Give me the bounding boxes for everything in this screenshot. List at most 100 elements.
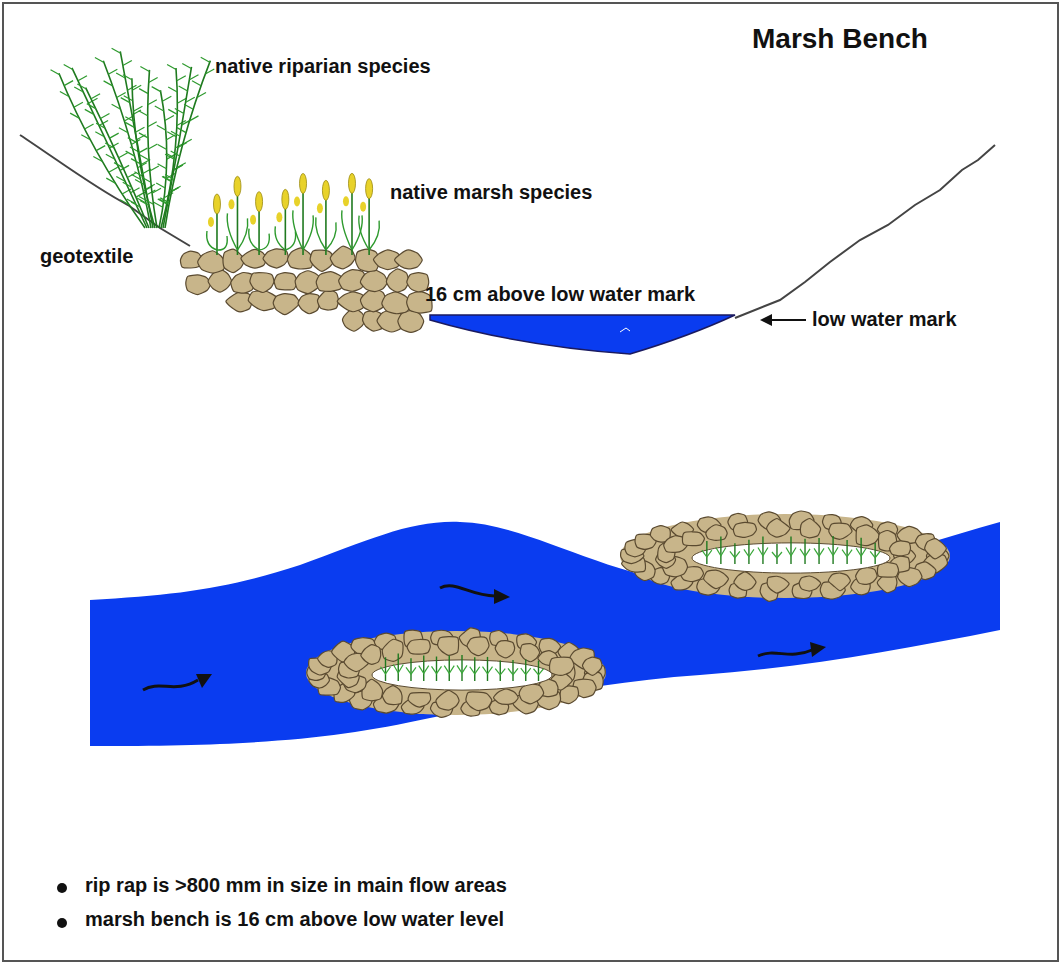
bullet xyxy=(57,918,67,928)
plant-leaf xyxy=(495,669,505,675)
shrub-leaf xyxy=(124,96,133,101)
plant-flower xyxy=(348,173,355,193)
shrub-leaf xyxy=(148,122,157,127)
plant-stem xyxy=(720,537,721,564)
riprap-rock xyxy=(828,573,850,591)
material-label: geotextile xyxy=(40,244,133,268)
shrub-leaf xyxy=(157,125,166,130)
plant-stem xyxy=(734,543,735,564)
shrub-leaf xyxy=(91,94,100,99)
shrub-leaf xyxy=(116,177,125,182)
plant-leaf xyxy=(870,551,880,557)
plant-stem xyxy=(846,540,847,564)
shrub-leaf xyxy=(96,123,105,128)
plant-stem xyxy=(538,661,539,681)
plant-leaf xyxy=(237,218,247,250)
plant-leaf xyxy=(359,216,369,250)
plant-leaf xyxy=(521,668,531,674)
riprap-rock xyxy=(317,289,338,310)
plant-stem xyxy=(302,185,304,255)
title: Marsh Bench xyxy=(752,22,928,56)
shrub-leaf xyxy=(135,180,144,185)
riprap-rock xyxy=(198,251,225,273)
stream-water xyxy=(430,315,735,354)
riprap-rock xyxy=(386,269,408,292)
dimension-label: 16 cm above low water mark xyxy=(425,282,695,306)
plant-flower xyxy=(276,212,282,222)
riprap-rock xyxy=(382,686,402,705)
riprap-rock xyxy=(856,525,879,546)
plant-leaf xyxy=(483,667,493,674)
plant-flower xyxy=(208,217,214,227)
shrub-leaf xyxy=(74,102,83,107)
plant-flower xyxy=(282,189,289,209)
plant-stem xyxy=(832,536,833,564)
plant-leaf xyxy=(856,548,866,556)
river-plan xyxy=(90,522,1000,746)
shrub-leaf xyxy=(95,57,104,62)
plant-stem xyxy=(436,657,437,681)
riprap-rock xyxy=(398,311,424,333)
shrub-leaf xyxy=(140,155,149,160)
shrub-leaf xyxy=(186,97,195,102)
shrub-leaf xyxy=(148,144,157,149)
riprap-rock xyxy=(519,684,543,704)
plant-stem xyxy=(818,538,819,564)
shrub-stem xyxy=(72,68,147,228)
shrub-leaf xyxy=(183,139,192,144)
shrub-leaf xyxy=(165,116,174,121)
riprap-rock xyxy=(407,639,430,654)
shrub-leaf xyxy=(78,76,87,81)
shrub-leaf xyxy=(125,117,134,122)
plant-stem xyxy=(385,657,386,681)
shrub-leaf xyxy=(106,178,115,183)
shrub-leaf xyxy=(167,154,176,159)
plant-stem xyxy=(423,655,424,681)
shrub-leaf xyxy=(162,96,171,101)
shrub-leaf xyxy=(100,113,109,118)
marsh-bench-plan xyxy=(620,511,950,601)
riprap-rock xyxy=(438,637,459,656)
plant-leaf xyxy=(285,231,295,250)
note: marsh bench is 16 cm above low water lev… xyxy=(85,907,504,931)
riprap-rock xyxy=(360,270,387,292)
bar-base xyxy=(620,514,950,598)
plant-stem xyxy=(512,660,513,681)
plant-leaf xyxy=(227,213,237,250)
plant-leaf xyxy=(217,236,227,250)
shrub-leaf xyxy=(96,146,105,151)
shrub-leaf xyxy=(158,144,167,149)
plant-stem xyxy=(237,188,239,255)
riprap-rock xyxy=(582,657,602,675)
plant-leaf xyxy=(275,226,285,250)
plant-flower xyxy=(294,196,300,206)
riprap-rock xyxy=(250,273,274,293)
shrub-leaf xyxy=(165,174,174,179)
shrub-leaf xyxy=(131,202,140,207)
shrub-leaf xyxy=(146,184,155,189)
riprap-rock xyxy=(856,567,878,584)
riprap-rock xyxy=(395,250,423,269)
riprap-rock xyxy=(408,693,431,707)
shrub-leaf xyxy=(117,93,126,98)
plant-flower xyxy=(250,215,256,225)
shrub-leaf xyxy=(87,104,96,109)
plant-stem xyxy=(325,192,327,255)
shrub-leaf xyxy=(148,100,157,105)
shrub-leaf xyxy=(112,104,121,109)
shrub-leaf xyxy=(177,128,186,133)
riprap-rock xyxy=(800,518,820,537)
plant-leaf xyxy=(326,222,336,250)
plant-leaf xyxy=(432,666,442,673)
shrub-leaf xyxy=(119,128,128,133)
plant-flower xyxy=(234,176,241,196)
bar-base xyxy=(306,631,606,715)
riprap-rock xyxy=(263,249,288,268)
shrub-leaf xyxy=(158,199,167,204)
riprap-rock xyxy=(925,539,947,559)
plant-leaf xyxy=(419,666,429,674)
plant-stem xyxy=(500,660,501,681)
shrub-leaf xyxy=(189,116,198,121)
shrub-leaf xyxy=(64,81,73,86)
